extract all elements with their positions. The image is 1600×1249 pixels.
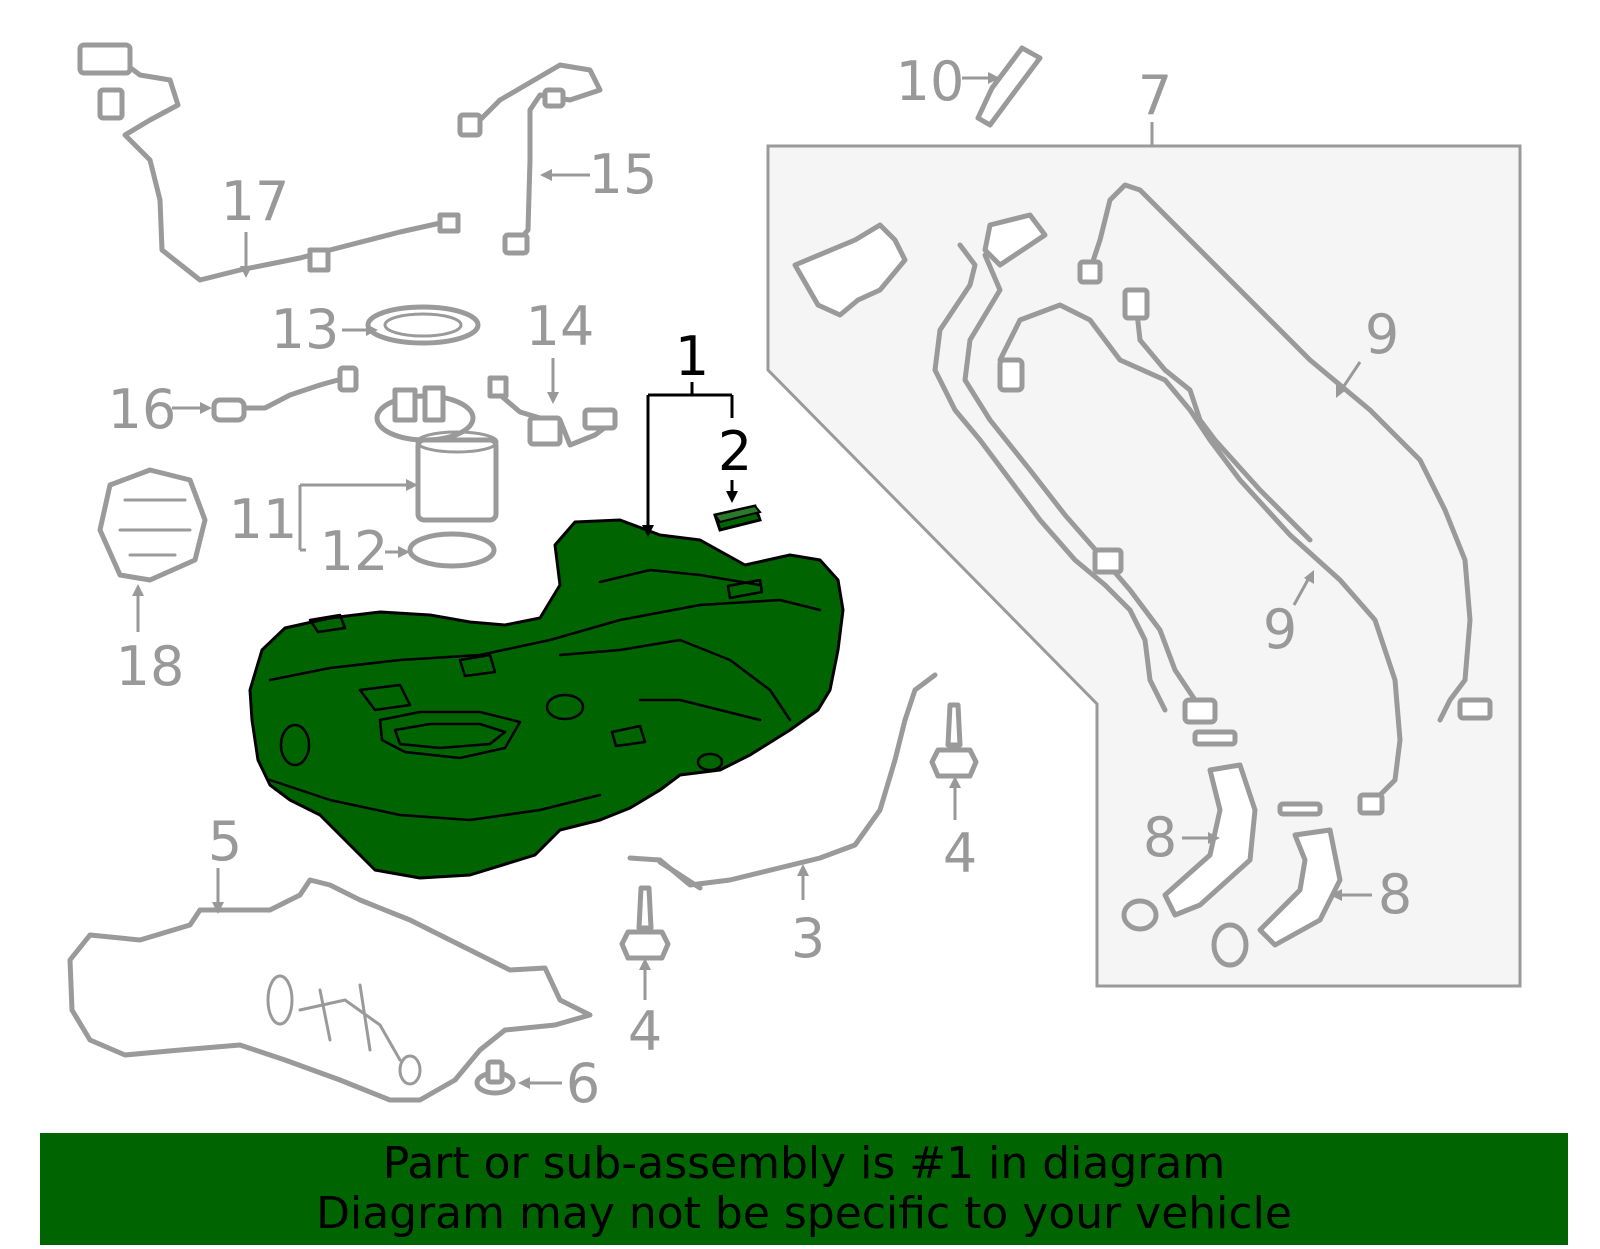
callout-15: 15 <box>589 143 658 206</box>
callout-16: 16 <box>108 378 177 441</box>
callout-4-right: 4 <box>943 822 977 885</box>
part-17-wiring-harness[interactable] <box>77 42 461 283</box>
callout-7: 7 <box>1138 64 1172 127</box>
callout-9-lower: 9 <box>1263 598 1297 661</box>
callout-4-left: 4 <box>628 1000 662 1063</box>
callout-6: 6 <box>566 1052 600 1115</box>
part-1-fuel-tank[interactable] <box>248 518 845 880</box>
callout-2: 2 <box>718 420 752 483</box>
info-banner: Part or sub-assembly is #1 in diagram Di… <box>40 1133 1568 1245</box>
part-18-control-module[interactable] <box>97 467 208 583</box>
part-10-vent-valve[interactable] <box>975 45 1043 128</box>
callout-3: 3 <box>791 907 825 970</box>
callout-18: 18 <box>116 635 185 698</box>
part-5-heat-shield[interactable] <box>67 877 593 1103</box>
part-3-tank-strap[interactable] <box>627 672 938 891</box>
callout-12: 12 <box>320 520 389 583</box>
part-14-sender-harness[interactable] <box>487 375 618 448</box>
callout-5: 5 <box>208 810 242 873</box>
banner-line-1: Part or sub-assembly is #1 in diagram <box>382 1138 1226 1189</box>
callout-10: 10 <box>896 50 965 113</box>
part-13-lock-ring[interactable] <box>365 304 481 346</box>
part-2-insulator-pad[interactable] <box>713 504 762 532</box>
part-7-filler-pipe-assembly[interactable] <box>792 182 1493 816</box>
callout-1: 1 <box>675 325 709 388</box>
callout-14: 14 <box>526 295 595 358</box>
callout-8-right: 8 <box>1378 863 1412 926</box>
part-11-fuel-pump-module[interactable] <box>374 385 499 523</box>
filler-assembly-panel <box>766 144 1522 988</box>
part-8-hoses[interactable] <box>1121 729 1343 968</box>
banner-line-2: Diagram may not be specific to your vehi… <box>316 1188 1292 1239</box>
callout-9-upper: 9 <box>1365 303 1399 366</box>
callout-17: 17 <box>221 170 290 233</box>
part-6-clip[interactable] <box>474 1059 516 1096</box>
part-4-bolt-left[interactable] <box>619 885 671 961</box>
part-4-bolt-right[interactable] <box>929 702 979 779</box>
callout-11: 11 <box>229 488 298 551</box>
callout-8-left: 8 <box>1143 806 1177 869</box>
leader-lines <box>132 72 1372 1089</box>
part-16-hose[interactable] <box>211 365 359 423</box>
part-15-fuel-line[interactable] <box>457 62 603 256</box>
callout-13: 13 <box>271 298 340 361</box>
part-12-seal[interactable] <box>407 531 497 569</box>
